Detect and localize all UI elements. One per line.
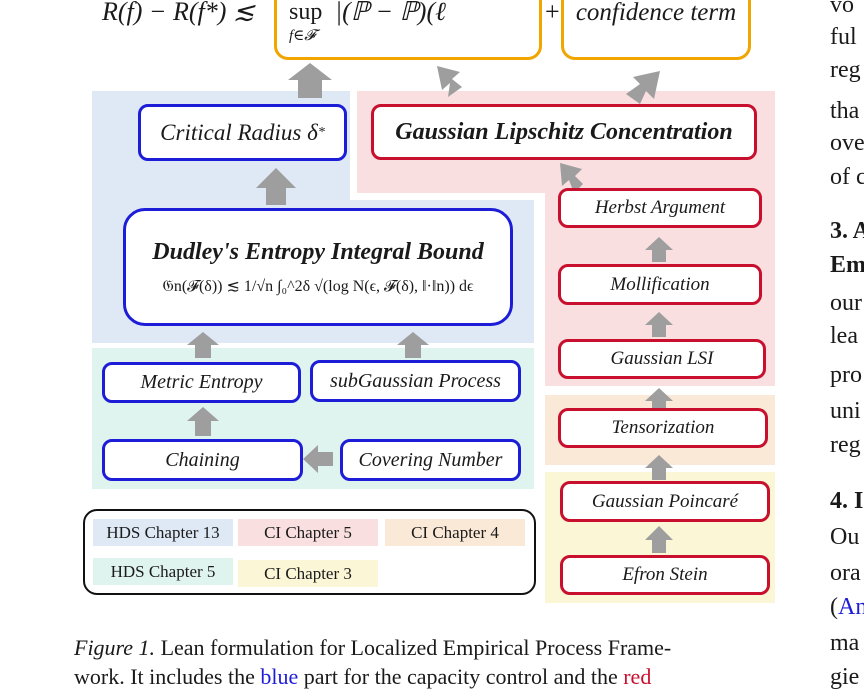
gaussian-poincare-node: Gaussian Poincaré (560, 481, 770, 522)
metric-entropy-node: Metric Entropy (102, 362, 301, 403)
confidence-box: confidence term (561, 0, 751, 60)
right-para-2: lea (830, 323, 858, 349)
right-para-3: pro (830, 362, 862, 388)
dudley-formula: 𝔊n(𝓕(δ)) ≲ 1/√n ∫₀^2δ √(log N(ϵ, 𝓕(δ), ‖… (162, 277, 474, 295)
sup-subscript: f∈𝓕 (289, 28, 316, 44)
arrow-lipschitz-to-conf (626, 71, 660, 104)
arrow-subg-to-dudley (397, 332, 429, 358)
arrow-mollif-to-herbst (645, 237, 673, 262)
dudley-node: Dudley's Entropy Integral Bound 𝔊n(𝓕(δ))… (123, 208, 513, 326)
legend: HDS Chapter 13 CI Chapter 5 CI Chapter 4… (83, 509, 536, 595)
gaussian-lsi-node: Gaussian LSI (558, 339, 766, 379)
sup-text: sup (289, 0, 323, 25)
metric-entropy-label: Metric Entropy (140, 371, 263, 393)
right-line-1: vo (830, 0, 854, 18)
right-para-1: our (830, 290, 862, 316)
arrow-efron-to-poinc (645, 526, 673, 553)
gaussian-lsi-label: Gaussian LSI (610, 348, 714, 369)
caption-label: Figure 1. (74, 635, 156, 660)
critical-radius-subscript: * (317, 124, 325, 140)
sup-box: sup f∈𝓕 |(ℙ − ℙ)(ℓ (274, 0, 542, 60)
critical-radius-node: Critical Radius δ* (138, 104, 347, 161)
legend-hds5-label: HDS Chapter 5 (110, 561, 216, 581)
arrow-covering-to-chaining (303, 445, 333, 473)
caption-text-2a: work. It includes the (74, 664, 261, 689)
arrow-chaining-to-metric (187, 407, 219, 436)
right-para-4: uni (830, 398, 861, 424)
efron-stein-label: Efron Stein (622, 564, 708, 585)
legend-ci4-label: CI Chapter 4 (411, 522, 499, 542)
legend-hds5: HDS Chapter 5 (93, 558, 233, 585)
legend-ci4: CI Chapter 4 (385, 519, 525, 546)
efron-stein-node: Efron Stein (560, 555, 770, 595)
confidence-text: confidence term (575, 0, 737, 26)
right-line-2: ful (830, 24, 857, 50)
right-para-q4: ma (830, 630, 860, 656)
arrow-lipschitz-to-sup (437, 66, 462, 97)
gaussian-lipschitz-node: Gaussian Lipschitz Concentration (371, 104, 757, 160)
covering-number-node: Covering Number (340, 439, 521, 481)
caption-red-word: red (623, 664, 652, 689)
right-line-3: reg (830, 57, 861, 83)
right-para-q2: ora (830, 560, 861, 586)
section-3-heading-cont: Em (830, 252, 864, 278)
legend-ci3-label: CI Chapter 3 (264, 563, 352, 583)
arrow-dudley-to-critical (256, 168, 296, 205)
gaussian-poincare-label: Gaussian Poincaré (591, 490, 739, 512)
tensorization-node: Tensorization (558, 408, 768, 448)
dudley-title: Dudley's Entropy Integral Bound (152, 238, 484, 265)
critical-radius-label: Critical Radius δ (160, 119, 318, 145)
section-4-heading: 4. I (830, 488, 864, 514)
right-para-q3: (An (830, 594, 864, 621)
arrow-herbst-to-lipschitz (560, 163, 583, 193)
legend-ci3: CI Chapter 3 (238, 560, 378, 587)
legend-ci5-label: CI Chapter 5 (264, 522, 352, 542)
right-paren: ( (830, 594, 838, 620)
gaussian-lipschitz-label: Gaussian Lipschitz Concentration (395, 118, 733, 145)
arrow-metric-to-dudley (187, 332, 219, 358)
right-line-6: of c (830, 164, 864, 190)
right-para-5: reg (830, 432, 861, 458)
legend-ci5: CI Chapter 5 (238, 519, 378, 546)
arrow-lsi-to-mollif (645, 312, 673, 337)
mollification-node: Mollification (558, 264, 762, 305)
subgaussian-label: subGaussian Process (330, 369, 501, 392)
caption-text-1: Lean formulation for Localized Empirical… (155, 635, 672, 660)
right-line-5: ove (830, 130, 864, 156)
right-para-q5: gie (830, 664, 860, 690)
caption-line-1: Figure 1. Lean formulation for Localized… (74, 635, 671, 661)
plus-sign: + (545, 0, 560, 26)
sup-body: |(ℙ − ℙ)(ℓ (335, 0, 446, 26)
caption-text-2b: part for the capacity control and the (298, 664, 624, 689)
tensorization-label: Tensorization (611, 417, 715, 438)
herbst-label: Herbst Argument (594, 197, 726, 218)
arrow-tens-to-lsi (645, 388, 673, 413)
mollification-label: Mollification (610, 273, 710, 295)
arrow-poinc-to-tens (645, 455, 673, 480)
legend-hds13: HDS Chapter 13 (93, 519, 233, 546)
citation-link[interactable]: An (838, 594, 864, 620)
herbst-node: Herbst Argument (558, 188, 762, 228)
section-3-heading: 3. A (830, 218, 864, 244)
covering-number-label: Covering Number (358, 448, 503, 471)
right-line-4: tha (830, 98, 860, 124)
formula-lhs: R(f) − R(f*) ≲ (102, 0, 255, 26)
chaining-node: Chaining (102, 439, 303, 481)
subgaussian-node: subGaussian Process (310, 360, 521, 402)
arrow-to-sup (288, 63, 332, 98)
chaining-label: Chaining (165, 448, 240, 471)
caption-line-2: work. It includes the blue part for the … (74, 664, 651, 690)
legend-hds13-label: HDS Chapter 13 (106, 522, 220, 542)
right-para-q1: Ou (830, 524, 860, 550)
caption-blue-word: blue (260, 664, 299, 689)
